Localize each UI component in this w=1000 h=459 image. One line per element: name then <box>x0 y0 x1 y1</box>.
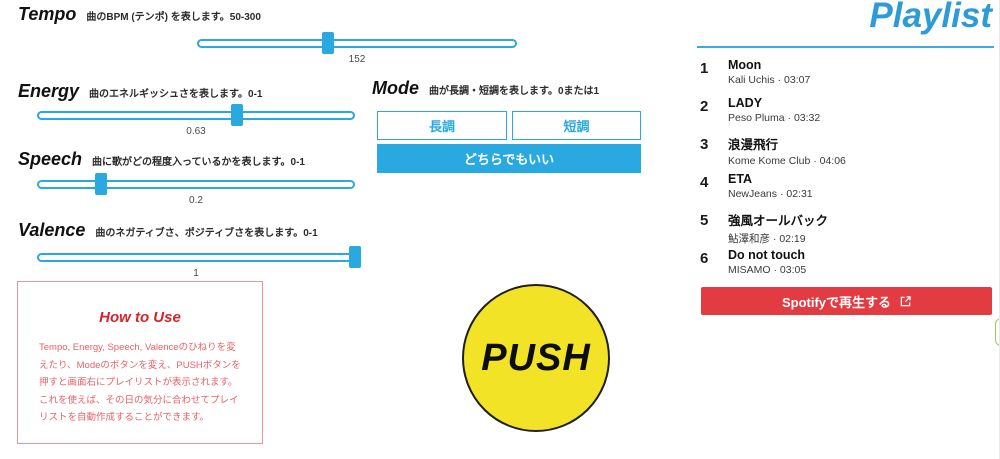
mode-either-button[interactable]: どちらでもいい <box>377 144 641 173</box>
track-number: 5 <box>700 212 709 229</box>
track-artist-duration: Kome Kome Club · 04:06 <box>728 155 846 167</box>
speech-slider-handle[interactable] <box>94 173 107 195</box>
energy-label: Energy <box>18 81 80 101</box>
mode-major-button[interactable]: 長調 <box>377 111 507 140</box>
spotify-play-button-label: Spotifyで再生する <box>781 294 892 310</box>
valence-slider-handle[interactable] <box>349 246 361 268</box>
external-link-icon <box>900 295 911 306</box>
how-to-use-body: Tempo, Energy, Speech, Valenceのひねりを変えたり、… <box>39 342 241 423</box>
playlist-title-underline <box>697 46 994 48</box>
track-title: Moon <box>728 58 762 72</box>
valence-description: 曲のネガティブさ、ポジティブさを表します。0-1 <box>95 228 318 239</box>
track-number: 4 <box>700 174 709 191</box>
track-row: 4 ETA NewJeans · 02:31 <box>700 172 992 210</box>
how-to-use-box: How to Use Tempo, Energy, Speech, Valenc… <box>17 281 263 444</box>
speech-description: 曲に歌がどの程度入っているかを表します。0-1 <box>92 157 305 168</box>
track-number: 1 <box>700 60 709 77</box>
energy-description: 曲のエネルギッシュさを表します。0-1 <box>89 89 263 100</box>
speech-slider-track[interactable] <box>37 180 355 189</box>
valence-label: Valence <box>18 220 86 240</box>
speech-label: Speech <box>18 149 83 169</box>
tempo-heading: Tempo 曲のBPM (テンポ) を表します。50-300 <box>18 4 261 25</box>
push-button-label: PUSH <box>481 336 591 379</box>
mode-heading: Mode 曲が長調・短調を表します。0または1 <box>372 78 599 99</box>
tempo-description: 曲のBPM (テンポ) を表します。50-300 <box>86 12 261 23</box>
tempo-slider-track[interactable] <box>197 39 517 48</box>
energy-slider-track[interactable] <box>37 111 355 120</box>
how-to-use-title: How to Use <box>99 309 181 326</box>
track-title: Do not touch <box>728 248 806 262</box>
speech-slider-value: 0.2 <box>189 195 203 206</box>
track-row: 5 強風オールバック 鮎澤和彦 · 02:19 <box>700 210 992 248</box>
mode-description: 曲が長調・短調を表します。0または1 <box>429 86 600 97</box>
energy-heading: Energy 曲のエネルギッシュさを表します。0-1 <box>18 81 262 102</box>
track-title: 浪漫飛行 <box>728 138 779 152</box>
track-number: 6 <box>700 250 709 267</box>
energy-slider-value: 0.63 <box>186 126 206 137</box>
speech-slider[interactable]: 0.2 <box>37 173 355 206</box>
push-button[interactable]: PUSH <box>462 284 610 432</box>
spotify-play-button[interactable]: Spotifyで再生する <box>701 287 992 315</box>
track-artist-duration: Kali Uchis · 03:07 <box>728 74 811 86</box>
energy-slider-handle[interactable] <box>231 104 244 126</box>
playlist-track-list: 1 Moon Kali Uchis · 03:07 2 LADY Peso Pl… <box>700 58 992 286</box>
track-number: 2 <box>700 98 709 115</box>
playlist-title: Playlist <box>869 0 992 35</box>
track-title: ETA <box>728 172 753 186</box>
valence-slider-value: 1 <box>193 268 199 279</box>
tempo-label: Tempo <box>18 4 77 24</box>
track-number: 3 <box>700 136 709 153</box>
valence-heading: Valence 曲のネガティブさ、ポジティブさを表します。0-1 <box>18 220 318 241</box>
track-artist-duration: NewJeans · 02:31 <box>728 188 813 200</box>
tempo-slider-value: 152 <box>348 54 366 65</box>
track-row: 2 LADY Peso Pluma · 03:32 <box>700 96 992 134</box>
track-artist-duration: Peso Pluma · 03:32 <box>728 112 821 124</box>
track-artist-duration: 鮎澤和彦 · 02:19 <box>728 233 806 245</box>
speech-heading: Speech 曲に歌がどの程度入っているかを表します。0-1 <box>18 149 305 170</box>
valence-slider-track[interactable] <box>37 253 355 262</box>
track-artist-duration: MISAMO · 03:05 <box>728 264 807 276</box>
energy-slider[interactable]: 0.63 <box>37 104 355 137</box>
valence-slider[interactable]: 1 <box>37 246 361 279</box>
mode-label: Mode <box>372 78 419 98</box>
track-title: 強風オールバック <box>728 214 829 228</box>
tempo-slider[interactable]: 152 <box>197 32 517 65</box>
track-row: 3 浪漫飛行 Kome Kome Club · 04:06 <box>700 134 992 172</box>
track-title: LADY <box>728 96 763 110</box>
mode-minor-button[interactable]: 短調 <box>512 111 641 140</box>
track-row: 6 Do not touch MISAMO · 03:05 <box>700 248 992 286</box>
tempo-slider-handle[interactable] <box>322 32 335 54</box>
track-row: 1 Moon Kali Uchis · 03:07 <box>700 58 992 96</box>
